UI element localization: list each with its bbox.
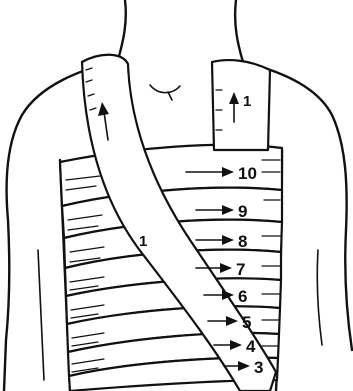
- collar-notch: [150, 85, 180, 100]
- label-turn-4: 4: [246, 337, 256, 356]
- label-front-strip: 1: [139, 233, 147, 250]
- label-turn-8: 8: [238, 232, 247, 251]
- left-inner-arm: [38, 250, 44, 380]
- label-turn-5: 5: [242, 313, 251, 332]
- label-turn-3: 3: [254, 358, 263, 377]
- right-inner-arm: [317, 250, 322, 345]
- label-turn-10: 10: [238, 164, 257, 183]
- label-back-strip: 1: [243, 93, 251, 110]
- label-turn-7: 7: [236, 260, 245, 279]
- back-strip: [212, 60, 270, 150]
- label-turn-6: 6: [238, 287, 247, 306]
- label-turn-9: 9: [238, 202, 247, 221]
- neck-outline: [118, 0, 243, 62]
